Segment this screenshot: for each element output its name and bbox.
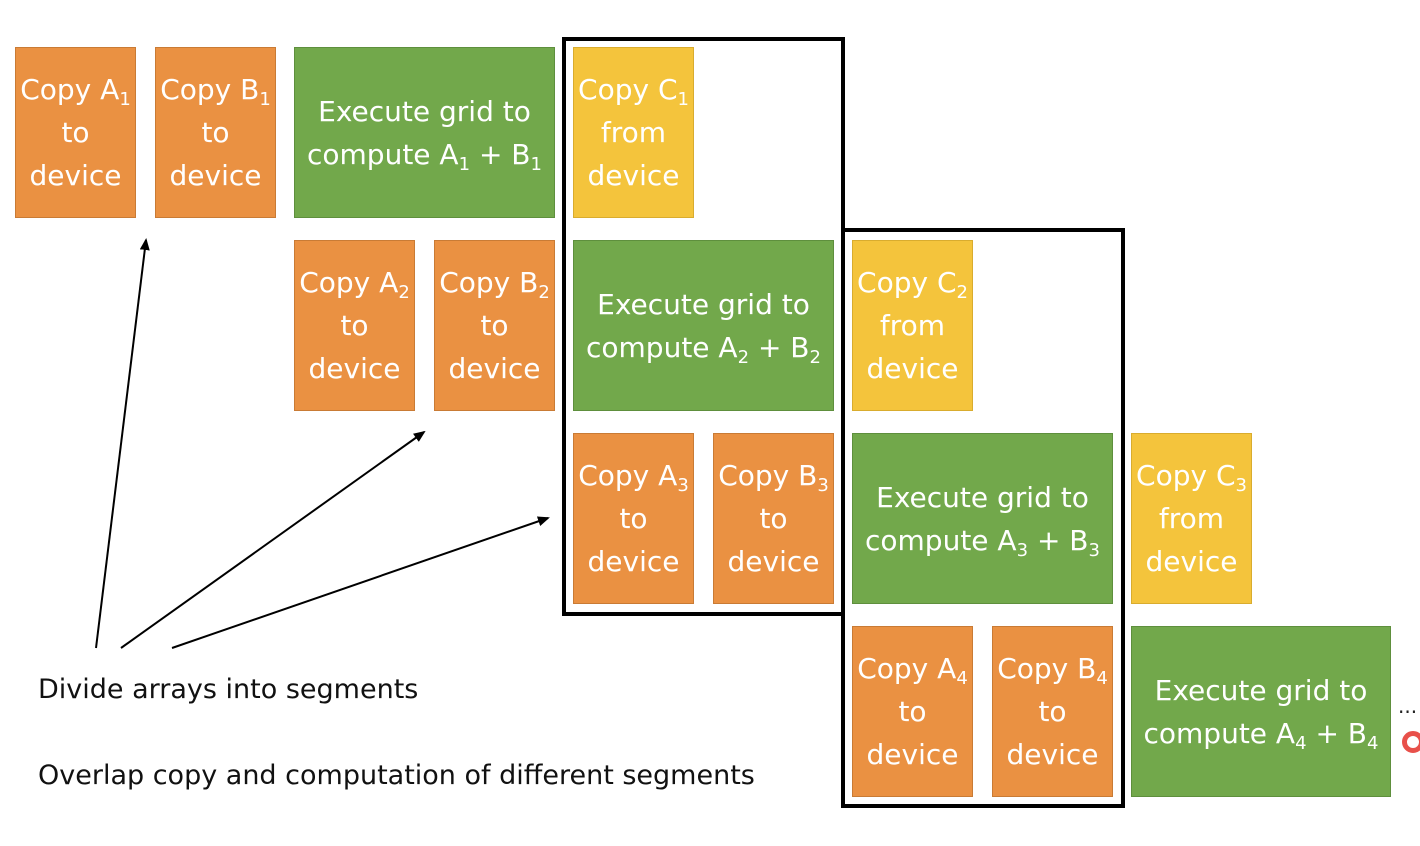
block-label: to <box>619 502 648 535</box>
block-label: to <box>61 116 90 149</box>
block-label: compute A4 + B4 <box>1143 716 1379 754</box>
arrow-to-row-2 <box>120 430 426 649</box>
block-label: device <box>587 545 680 578</box>
block-label: Execute grid to <box>318 94 531 128</box>
block-label: device <box>587 159 680 192</box>
caption-divide: Divide arrays into segments <box>38 674 419 705</box>
execute-3-block: Execute grid to compute A3 + B3 <box>852 433 1113 604</box>
block-label: device <box>1145 545 1238 578</box>
block-label: device <box>1006 738 1099 771</box>
block-label: to <box>480 309 509 342</box>
copy-b1-block: Copy B1 to device <box>155 47 276 218</box>
copy-a2-block: Copy A2 to device <box>294 240 415 411</box>
execute-1-block: Execute grid to compute A1 + B1 <box>294 47 555 218</box>
block-label: Execute grid to <box>1154 673 1368 707</box>
execute-2-block: Execute grid to compute A2 + B2 <box>573 240 834 411</box>
copy-c3-block: Copy C3 from device <box>1131 433 1252 604</box>
copy-c2-block: Copy C2 from device <box>852 240 973 411</box>
block-label: compute A2 + B2 <box>586 330 821 368</box>
block-label: compute A3 + B3 <box>865 523 1100 561</box>
caption-overlap: Overlap copy and computation of differen… <box>38 760 755 791</box>
block-label: Copy C1 <box>578 73 689 110</box>
block-label: Copy C2 <box>857 266 968 303</box>
block-label: Copy B2 <box>439 266 550 303</box>
copy-b4-block: Copy B4 to device <box>992 626 1113 797</box>
arrow-to-row-3 <box>171 516 550 649</box>
block-label: Copy A4 <box>857 652 968 689</box>
cursor-indicator-icon <box>1402 731 1420 753</box>
continuation-ellipsis: ... <box>1398 694 1418 718</box>
block-label: to <box>759 502 788 535</box>
block-label: Copy B1 <box>160 73 271 110</box>
arrow-to-row-1 <box>95 238 150 649</box>
overlap-frame-2 <box>841 228 1125 808</box>
block-label: Copy A3 <box>578 459 689 496</box>
block-label: to <box>340 309 369 342</box>
block-label: to <box>898 695 927 728</box>
copy-b2-block: Copy B2 to device <box>434 240 555 411</box>
execute-4-block: Execute grid to compute A4 + B4 <box>1131 626 1391 797</box>
block-label: device <box>169 159 262 192</box>
block-label: Execute grid to <box>597 287 810 321</box>
block-label: Copy A1 <box>20 73 131 110</box>
block-label: Copy B4 <box>997 652 1108 689</box>
copy-a1-block: Copy A1 to device <box>15 47 136 218</box>
block-label: compute A1 + B1 <box>307 137 542 175</box>
block-label: Copy B3 <box>718 459 829 496</box>
block-label: Execute grid to <box>876 480 1089 514</box>
block-label: Copy A2 <box>299 266 410 303</box>
copy-c1-block: Copy C1 from device <box>573 47 694 218</box>
block-label: device <box>866 738 959 771</box>
block-label: from <box>879 309 946 342</box>
block-label: from <box>600 116 667 149</box>
block-label: device <box>866 352 959 385</box>
copy-a3-block: Copy A3 to device <box>573 433 694 604</box>
block-label: device <box>727 545 820 578</box>
block-label: device <box>29 159 122 192</box>
block-label: device <box>308 352 401 385</box>
copy-a4-block: Copy A4 to device <box>852 626 973 797</box>
copy-b3-block: Copy B3 to device <box>713 433 834 604</box>
block-label: to <box>201 116 230 149</box>
block-label: device <box>448 352 541 385</box>
block-label: Copy C3 <box>1136 459 1247 496</box>
block-label: from <box>1158 502 1225 535</box>
block-label: to <box>1038 695 1067 728</box>
